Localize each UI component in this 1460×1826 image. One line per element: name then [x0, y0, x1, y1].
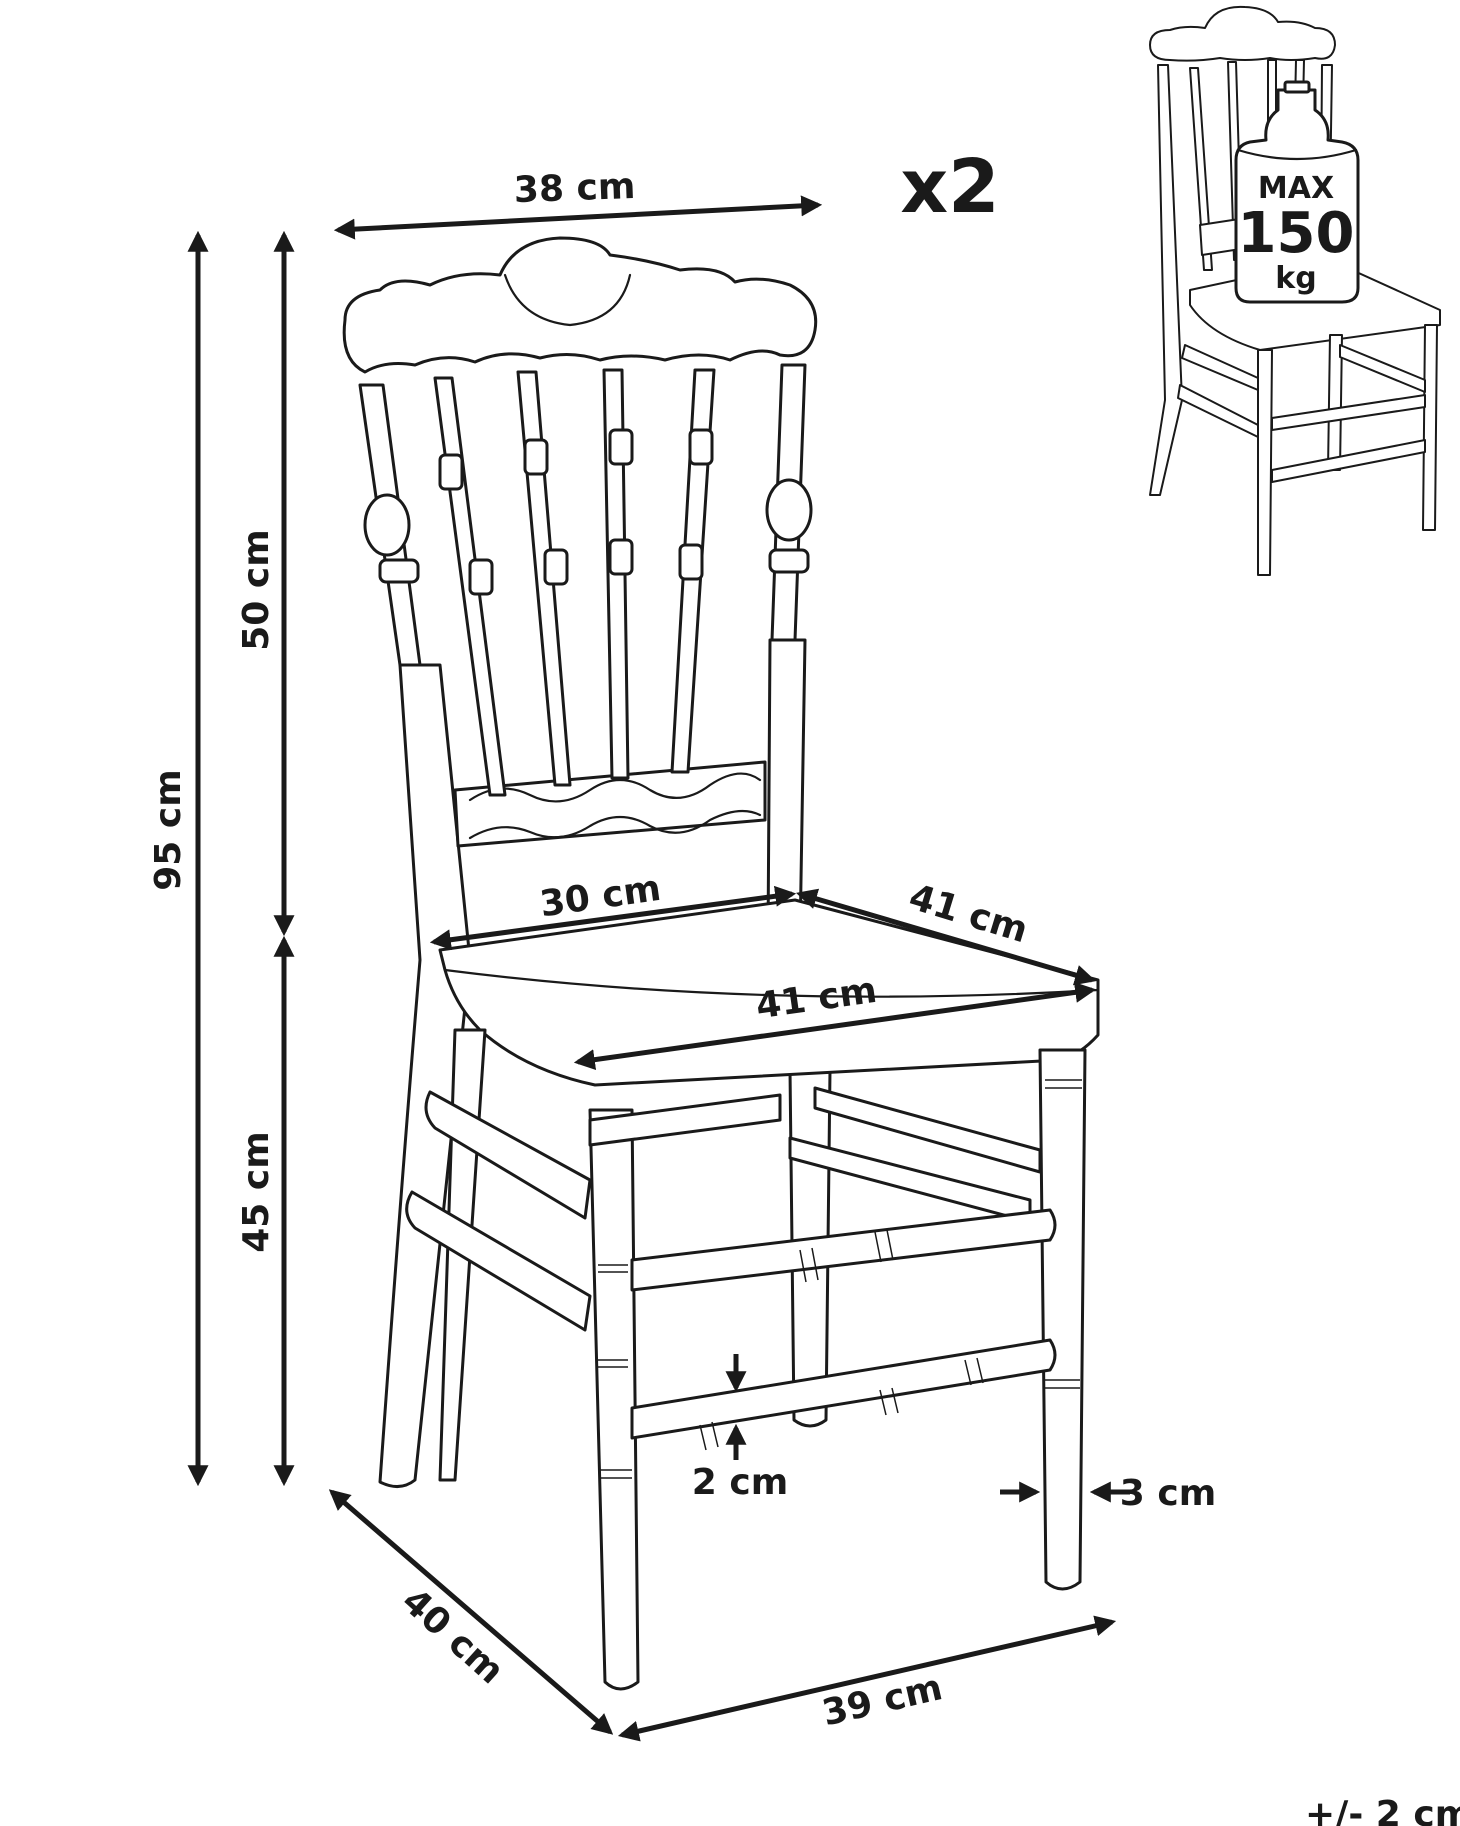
dim-rung-thickness: 2 cm — [692, 1462, 788, 1503]
crest-rail — [342, 236, 818, 374]
max-load-value: 150 — [1238, 201, 1355, 266]
dimension-lines — [187, 195, 1130, 1742]
quantity-label: x2 — [900, 144, 999, 230]
max-load-unit: kg — [1275, 261, 1316, 296]
dim-leg-thickness: 3 cm — [1120, 1473, 1216, 1514]
dim-seat-height: 45 cm — [236, 1131, 277, 1252]
dim-seat-back-width: 30 cm — [537, 868, 663, 926]
dim-top-width: 38 cm — [513, 166, 636, 211]
dim-total-height: 95 cm — [148, 769, 189, 890]
weight-icon — [1234, 88, 1360, 304]
dim-backrest-height: 50 cm — [236, 529, 277, 650]
max-load-label: MAX — [1258, 171, 1334, 206]
backrest-spindles — [358, 363, 813, 797]
tolerance-note: +/- 2 cm — [1305, 1794, 1460, 1826]
max-load-inset: MAX 150 kg — [1149, 5, 1441, 576]
